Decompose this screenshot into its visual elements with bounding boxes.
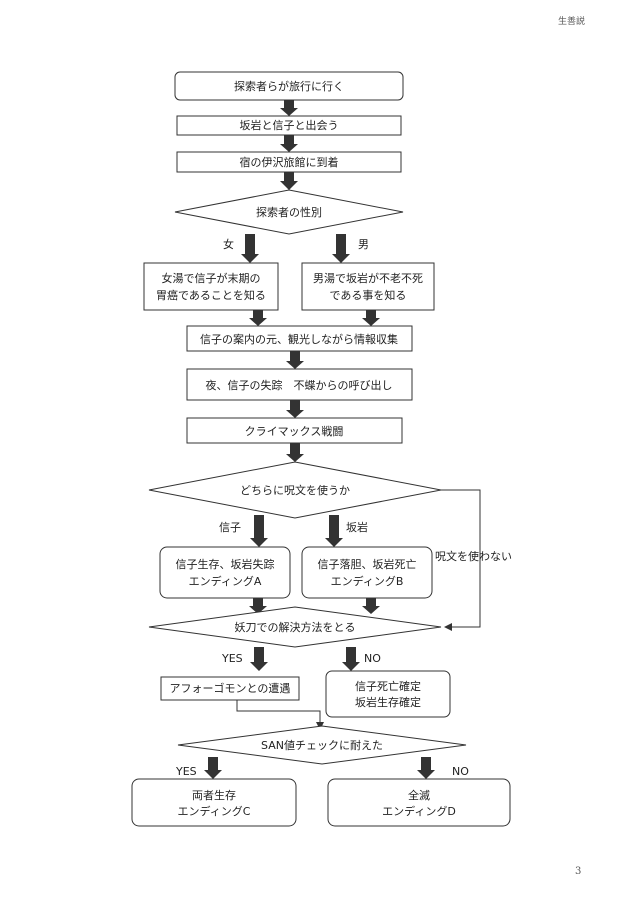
branch-label-d4-yes: YES [175, 765, 197, 778]
node-meet-label: 坂岩と信子と出会う [240, 118, 339, 132]
node-info-gathering-label: 信子の案内の元、観光しながら情報収集 [200, 332, 398, 346]
node-ending-b-line2: エンディングB [331, 574, 404, 588]
node-disappearance-label: 夜、信子の失踪 不蝶からの呼び出し [206, 378, 393, 392]
arrow-n5-n6 [362, 310, 380, 326]
node-afogomon [160, 676, 300, 701]
node-male-bath [301, 262, 435, 311]
node-ending-b-line1: 信子落胆、坂岩死亡 [318, 557, 417, 571]
node-male-bath-line1: 男湯で坂岩が不老不死 [313, 271, 423, 285]
node-ending-a-line2: エンディングA [189, 574, 262, 588]
arrow-d2-sakaiwa [325, 515, 343, 547]
node-ending-a [159, 546, 291, 599]
decision-san-check [177, 725, 467, 765]
node-arrive-inn [176, 151, 402, 173]
node-female-bath-line2: 胃癌であることを知る [156, 288, 266, 302]
thin-connectors [236, 489, 481, 730]
node-climax-battle-label: クライマックス戦闘 [245, 425, 344, 438]
arrow-d4-yes [204, 757, 222, 779]
arrow-d2-nobuko [250, 515, 268, 547]
node-travel-label: 探索者らが旅行に行く [234, 79, 344, 93]
arrow-n6-n7 [286, 351, 304, 369]
decision-demon-sword [148, 606, 442, 648]
node-ending-d-line2: エンディングD [382, 804, 456, 818]
branch-label-d4-no: NO [452, 765, 469, 778]
branch-label-nobuko: 信子 [219, 521, 241, 534]
connector-no-spell [441, 489, 481, 631]
node-female-bath-line1: 女湯で信子が末期の [162, 271, 261, 285]
node-ending-c [131, 778, 297, 827]
arrow-d3-no [342, 647, 360, 671]
branch-label-d3-no: NO [364, 652, 381, 665]
node-ending-c-line1: 両者生存 [192, 788, 236, 802]
arrow-d3-yes [250, 647, 268, 671]
branch-label-no-spell: 呪文を使わない [435, 549, 512, 563]
decision-demon-sword-label: 妖刀での解決方法をとる [235, 620, 356, 634]
arrow-n3-d1 [280, 172, 298, 190]
node-ending-c-line2: エンディングC [178, 804, 251, 818]
node-arrive-inn-label: 宿の伊沢旅館に到着 [240, 155, 339, 169]
node-ending-d [327, 778, 511, 827]
arrow-n4-n6 [249, 310, 267, 326]
connector-afogomon-d4 [236, 700, 324, 730]
arrow-d1-male [332, 234, 350, 263]
node-info-gathering [186, 325, 413, 352]
page-number: 3 [575, 866, 582, 877]
arrow-n1-n2 [280, 100, 298, 116]
node-afogomon-label: アフォーゴモンとの遭遇 [170, 681, 291, 695]
node-female-bath [143, 262, 279, 311]
decision-spell-target-label: どちらに呪文を使うか [240, 483, 350, 497]
node-nobuko-death-line2: 坂岩生存確定 [355, 695, 421, 709]
branch-label-female: 女 [223, 237, 234, 251]
node-ending-d-line1: 全滅 [408, 788, 430, 802]
arrow-n2-n3 [280, 135, 298, 152]
page-header-title: 生善説 [557, 17, 585, 27]
node-male-bath-line2: である事を知る [330, 288, 407, 302]
arrow-n10-d3 [362, 598, 380, 614]
arrow-n9-d3 [249, 598, 267, 614]
arrow-d1-female [241, 234, 259, 263]
decision-san-check-label: SAN値チェックに耐えた [261, 739, 383, 752]
node-ending-b [301, 546, 433, 599]
node-climax-battle [186, 417, 403, 444]
arrow-n8-d2 [286, 443, 304, 462]
node-nobuko-death-line1: 信子死亡確定 [355, 679, 421, 693]
decision-gender-label: 探索者の性別 [256, 205, 322, 219]
node-ending-a-line1: 信子生存、坂岩失踪 [176, 557, 275, 571]
branch-label-male: 男 [358, 238, 369, 251]
flow-arrows [204, 100, 435, 779]
decision-spell-target [148, 461, 442, 519]
node-travel [174, 71, 404, 101]
branch-label-d3-yes: YES [221, 652, 243, 665]
branch-label-sakaiwa: 坂岩 [346, 520, 368, 534]
node-meet [176, 115, 402, 136]
arrow-n7-n8 [286, 400, 304, 418]
node-disappearance [186, 368, 413, 401]
decision-gender [174, 189, 404, 235]
arrow-d4-no [417, 757, 435, 779]
node-nobuko-death [325, 670, 451, 718]
